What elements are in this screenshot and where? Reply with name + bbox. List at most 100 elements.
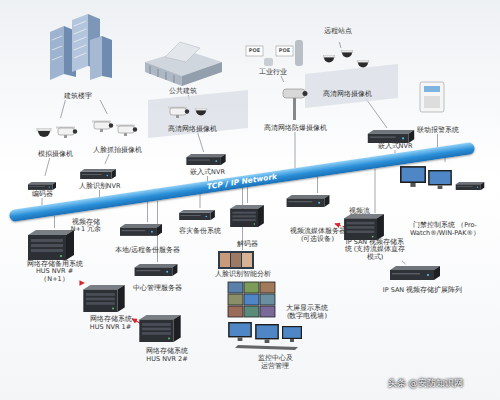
node-label: 人脸识别NVR: [79, 183, 121, 190]
storage-node: IP SAN 视频存储扩展阵列: [380, 264, 465, 294]
device-node: 嵌入式NVR: [180, 152, 235, 176]
connector: [60, 100, 65, 118]
device-node: 门禁控制系统 （Pro-Watch®/WIN-PAK®）: [395, 162, 495, 237]
upper-hall: [165, 42, 200, 62]
connector: [437, 134, 438, 147]
node-label: 工业行业: [259, 69, 287, 76]
connector: [365, 98, 387, 128]
workstation-node: 监控中心及运营管理: [225, 322, 325, 370]
tank: [264, 58, 273, 66]
camera-node: 高清网络摄像机: [160, 100, 225, 133]
pillar-lines: [150, 66, 174, 83]
box-camera: [56, 127, 77, 139]
device-node: 中心管理服务器: [125, 262, 190, 292]
node-label: 中心管理服务器: [133, 285, 182, 292]
node-label: 建筑楼宇: [64, 93, 92, 100]
connector: [45, 158, 50, 176]
keyboard: [235, 345, 298, 350]
port-label: POE: [276, 48, 293, 54]
camera-node: 高清网络防爆摄像机: [255, 82, 335, 132]
node-label: IP SAN 视频存储系统 (支持流媒体直存模式): [343, 239, 407, 261]
node-label: 高清网络摄像机: [168, 126, 217, 133]
background-panel: [305, 64, 398, 108]
node-label: 高清网络防爆摄像机: [264, 125, 327, 132]
storage-node: IP SAN 视频存储系统 (支持流媒体直存模式): [335, 213, 415, 261]
node-label: 远程站点: [324, 28, 352, 35]
wall-screen: [228, 282, 243, 293]
node-label: 编码器: [32, 191, 53, 198]
poe-switch: [276, 46, 293, 56]
wall-screen: [260, 306, 275, 317]
face-analysis-image: [218, 251, 254, 269]
monitor: [282, 326, 302, 342]
wall-screen: [228, 294, 243, 305]
node-label: 解码器: [237, 241, 258, 248]
tower-side: [102, 36, 112, 78]
storage-array: [83, 285, 124, 312]
server-unit: [135, 264, 178, 276]
public-building: [145, 42, 222, 86]
dome-camera: [323, 55, 335, 63]
storage-array: [28, 230, 74, 260]
camera-lens: [303, 91, 308, 96]
port-label: POE: [246, 48, 263, 54]
device-node: 视频流媒体服务器 (可选设备): [280, 193, 355, 243]
poe-switch: [246, 46, 263, 56]
dome-camera: [195, 108, 207, 116]
node-label: 容灾备份系统: [179, 228, 221, 235]
controller-unit: [456, 182, 485, 190]
device-node: 嵌入式NVR: [365, 128, 425, 150]
connector: [105, 154, 109, 164]
connector: [339, 42, 341, 48]
device-node: 解码器: [225, 203, 270, 248]
connector: [147, 202, 148, 222]
alarm-keypad: [424, 96, 440, 108]
monitor: [255, 324, 279, 343]
server-unit: [287, 195, 330, 207]
connector: [54, 216, 55, 228]
device-node: 人脸识别NVR: [72, 164, 127, 190]
dome-camera: [341, 50, 353, 58]
node-label: 本地/远程备份服务器: [115, 247, 180, 254]
wall-screen: [260, 294, 275, 305]
node-label: 嵌入式NVR: [378, 143, 413, 150]
camera-node: 高清网络摄像机: [315, 48, 380, 98]
window-lines: [52, 21, 86, 60]
connector: [375, 168, 376, 213]
video-wall: [228, 282, 275, 317]
node-label: 网络存储系统 HUS NVR 1#: [88, 316, 134, 331]
device-node: 编码器: [22, 176, 62, 198]
image-frame: [218, 251, 254, 269]
display-node: 大屏显示系统 (数字电视墙): [225, 280, 330, 320]
wall-screen: [244, 294, 259, 305]
face-tile: [220, 253, 230, 267]
wall-screen: [228, 306, 243, 317]
building-front: [145, 62, 182, 86]
connector: [402, 261, 405, 264]
node-label: 大屏显示系统 (数字电视墙): [284, 305, 330, 320]
node-label: 视频流媒体服务器 (可选设备): [289, 228, 347, 243]
storage-node: 网络存储备用系统 HUS NVR #（N+1）: [22, 228, 87, 283]
node-label: 网络存储系统 HUS NVR 2#: [144, 348, 190, 363]
node-label: 联动报警系统: [417, 127, 459, 134]
storage-node: 网络存储系统 HUS NVR 2#: [132, 313, 202, 363]
camera-pole: [293, 98, 296, 120]
camera-node: 人脸抓拍摄像机: [85, 114, 150, 154]
device-node: 联动报警系统: [395, 78, 480, 134]
face-tile: [242, 253, 252, 267]
storage-node: 网络存储系统 HUS NVR 1#: [78, 283, 143, 331]
node-label: 监控中心及运营管理: [258, 355, 293, 370]
node-label: 门禁控制系统 （Pro-Watch®/WIN-PAK®）: [400, 222, 490, 237]
nvr-unit: [80, 169, 116, 179]
node-label: 模拟摄像机: [38, 151, 73, 158]
decoder-unit: [230, 205, 264, 227]
explosion-proof-camera: [283, 89, 308, 120]
wall-screen: [260, 282, 275, 293]
building-side: [182, 62, 222, 86]
industrial-site: [246, 40, 303, 66]
note-label: 视频存储 N+1 冗余: [70, 219, 102, 234]
connector: [317, 177, 318, 193]
